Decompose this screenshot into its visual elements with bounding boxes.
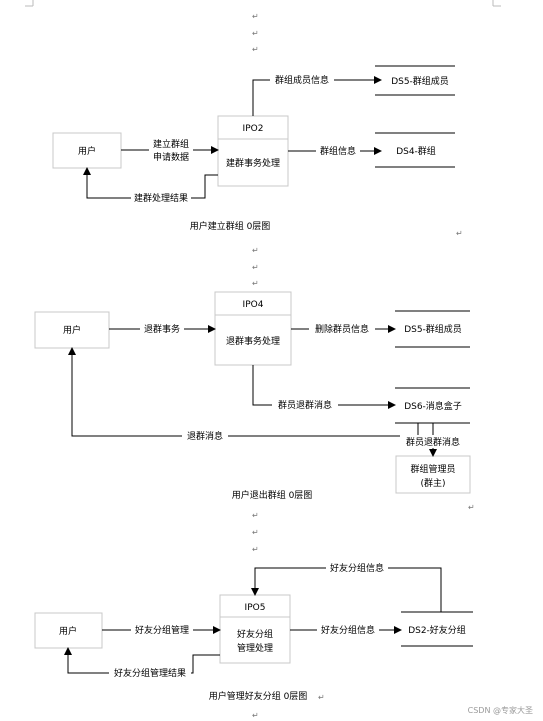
diagram-caption: 用户管理好友分组 0层图 [209, 690, 308, 702]
external-entity-user [34, 311, 110, 349]
paragraph-mark: ↵ [318, 693, 325, 702]
paragraph-mark: ↵ [252, 511, 259, 520]
paragraph-mark: ↵ [252, 246, 259, 255]
user-label: 用户 [63, 324, 81, 336]
store-label: DS5-群组成员 [404, 323, 462, 335]
flow-arrow-member-info [252, 76, 382, 116]
diagram-friend-groups: 用户 IPO5 好友分组 管理处理 DS2-好友分组 好友分组管理 好友分组信息… [34, 561, 473, 702]
store-label: DS2-好友分组 [408, 624, 466, 636]
paragraph-mark: ↵ [252, 279, 259, 288]
flow-label: 群组信息 [320, 145, 356, 157]
watermark: CSDN @专家大圣 [468, 705, 533, 715]
store-label: DS6-消息盒子 [404, 400, 462, 412]
paragraph-mark: ↵ [252, 29, 259, 38]
flow-label: 好友分组管理结果 [114, 667, 186, 679]
paragraph-mark: ↵ [252, 528, 259, 537]
flow-label: 建群处理结果 [134, 192, 188, 204]
user-label: 用户 [78, 145, 96, 157]
paragraph-mark: ↵ [468, 503, 475, 512]
process-box [219, 594, 291, 664]
data-store-members: DS5-群组成员 [375, 65, 455, 96]
flow-arrow-quit-msg [68, 347, 419, 437]
paragraph-mark: ↵ [252, 545, 259, 554]
paragraph-mark: ↵ [252, 711, 259, 720]
process-name: 退群事务处理 [226, 335, 280, 347]
data-store-messages: DS6-消息盒子 [395, 387, 470, 424]
page-corner-marks [25, 0, 501, 7]
paragraph-mark: ↵ [456, 229, 463, 238]
flow-label: 好友分组管理 [135, 624, 189, 636]
process-id: IPO5 [245, 603, 266, 613]
flow-arrow-result [83, 167, 218, 199]
flow-label: 退群消息 [187, 430, 223, 442]
data-store-groups: DS4-群组 [375, 132, 455, 168]
store-label: DS4-群组 [396, 145, 436, 157]
diagram-create-group: 用户 IPO2 建群事务处理 DS5-群组成员 DS4-群组 建立群组 申请数据… [52, 65, 455, 232]
diagram-caption: 用户退出群组 0层图 [232, 489, 313, 501]
user-label: 用户 [59, 625, 77, 637]
flow-label: 群组成员信息 [275, 74, 329, 86]
admin-label: 群组管理员 [410, 463, 455, 475]
process-box [217, 115, 289, 187]
store-label: DS5-群组成员 [391, 75, 449, 87]
process-name: 建群事务处理 [226, 157, 280, 169]
flow-label: 删除群员信息 [315, 323, 369, 335]
process-name: 管理处理 [237, 642, 273, 654]
flow-label: 退群事务 [144, 323, 180, 335]
paragraph-marks: ↵ ↵ ↵ ↵ ↵ ↵ ↵ ↵ ↵ ↵ ↵ ↵ ↵ [252, 12, 475, 720]
flow-label: 建立群组 [153, 138, 189, 150]
diagram-caption: 用户建立群组 0层图 [190, 220, 271, 232]
data-store-friend-groups: DS2-好友分组 [401, 611, 473, 647]
data-store-members: DS5-群组成员 [395, 310, 470, 348]
flow-label: 好友分组信息 [321, 624, 375, 636]
paragraph-mark: ↵ [252, 45, 259, 54]
external-entity-admin [395, 455, 471, 494]
process-box [214, 291, 292, 366]
flow-label: 群员退群消息 [278, 399, 332, 411]
flow-label: 好友分组信息 [330, 562, 384, 574]
admin-label: (群主) [420, 477, 445, 489]
paragraph-mark: ↵ [252, 263, 259, 272]
flow-label: 群员退群消息 [406, 436, 460, 448]
process-name: 好友分组 [237, 628, 273, 640]
flow-label: 申请数据 [153, 151, 189, 163]
process-id: IPO4 [243, 300, 264, 310]
flow-arrow-member-quit-msg [252, 365, 396, 409]
flow-arrow-result [64, 647, 220, 674]
process-id: IPO2 [243, 124, 264, 134]
paragraph-mark: ↵ [252, 12, 259, 21]
diagram-quit-group: 用户 IPO4 退群事务处理 DS5-群组成员 DS6-消息盒子 群组管理员 (… [34, 291, 471, 501]
